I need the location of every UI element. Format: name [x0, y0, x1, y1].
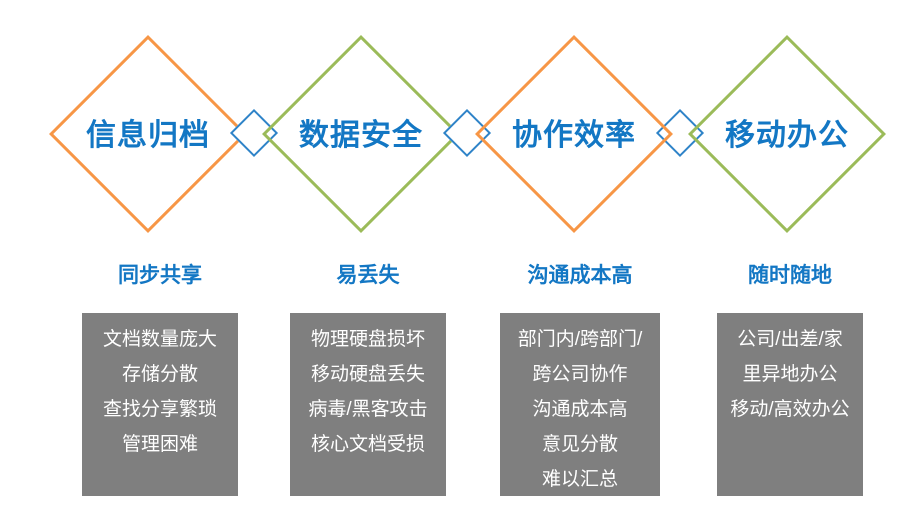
detail-line: 物理硬盘损坏	[310, 329, 425, 350]
detail-line: 存储分散	[121, 364, 198, 385]
detail-line: 移动硬盘丢失	[310, 364, 425, 385]
diamond-title-mobile-office: 移动办公	[725, 119, 849, 152]
detail-line: 部门内/跨部门/	[517, 329, 643, 350]
diamond-title-collab-efficiency: 协作效率	[512, 119, 636, 152]
subtitle-easy-loss: 易丢失	[336, 264, 400, 287]
subtitle-comm-cost: 沟通成本高	[527, 264, 633, 287]
detail-line: 跨公司协作	[532, 364, 628, 385]
detail-box-collab-efficiency: 部门内/跨部门/ 跨公司协作 沟通成本高 意见分散 难以汇总	[500, 313, 660, 496]
subtitle-anytime-anywhere: 随时随地	[748, 264, 832, 287]
diamond-title-info-archive: 信息归档	[86, 119, 210, 152]
detail-box-info-archive: 文档数量庞大 存储分散 查找分享繁琐 管理困难	[82, 313, 238, 496]
detail-line: 病毒/黑客攻击	[308, 399, 428, 420]
detail-line: 里异地办公	[742, 364, 838, 385]
detail-line: 管理困难	[121, 434, 198, 455]
detail-line: 意见分散	[541, 434, 618, 455]
detail-line: 移动/高效办公	[730, 399, 850, 420]
detail-box-mobile-office: 公司/出差/家 里异地办公 移动/高效办公	[717, 313, 863, 496]
diamond-title-data-security: 数据安全	[299, 119, 423, 152]
detail-line: 难以汇总	[541, 469, 618, 490]
detail-line: 公司/出差/家	[737, 329, 843, 350]
detail-line: 核心文档受损	[310, 434, 425, 455]
detail-line: 文档数量庞大	[102, 329, 217, 350]
detail-box-data-security: 物理硬盘损坏 移动硬盘丢失 病毒/黑客攻击 核心文档受损	[290, 313, 446, 496]
detail-line: 沟通成本高	[532, 399, 628, 420]
detail-line: 查找分享繁琐	[102, 399, 217, 420]
subtitle-sync-share: 同步共享	[118, 264, 202, 287]
